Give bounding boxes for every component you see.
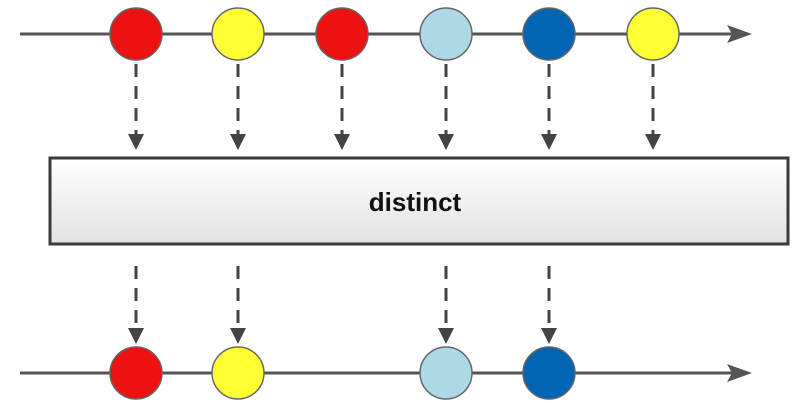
output-connector-arrow [541, 266, 557, 344]
output-marble-light-blue [419, 346, 473, 400]
operator-label: distinct [369, 187, 462, 217]
operator-box: distinct [48, 156, 790, 246]
input-connector-arrow [645, 64, 661, 150]
input-marble-yellow [211, 7, 265, 61]
input-marble-light-blue [419, 7, 473, 61]
input-connectors [128, 64, 661, 150]
input-marbles [109, 7, 680, 61]
output-marbles [109, 346, 576, 400]
input-connector-arrow [334, 64, 350, 150]
input-marble-yellow [626, 7, 680, 61]
input-connector-arrow [230, 64, 246, 150]
input-marble-dark-blue [522, 7, 576, 61]
input-marble-red [109, 7, 163, 61]
output-connector-arrow [128, 266, 144, 344]
operator-box-rect [48, 156, 790, 246]
output-connector-arrow [230, 266, 246, 344]
input-connector-arrow [128, 64, 144, 150]
output-timeline-arrowhead [727, 364, 752, 382]
output-marble-yellow [211, 346, 265, 400]
output-marble-dark-blue [522, 346, 576, 400]
input-marble-red [315, 7, 369, 61]
output-connectors [128, 266, 557, 344]
input-connector-arrow [541, 64, 557, 150]
input-connector-arrow [438, 64, 454, 150]
input-timeline-arrowhead [727, 25, 752, 43]
output-connector-arrow [438, 266, 454, 344]
output-marble-red [109, 346, 163, 400]
